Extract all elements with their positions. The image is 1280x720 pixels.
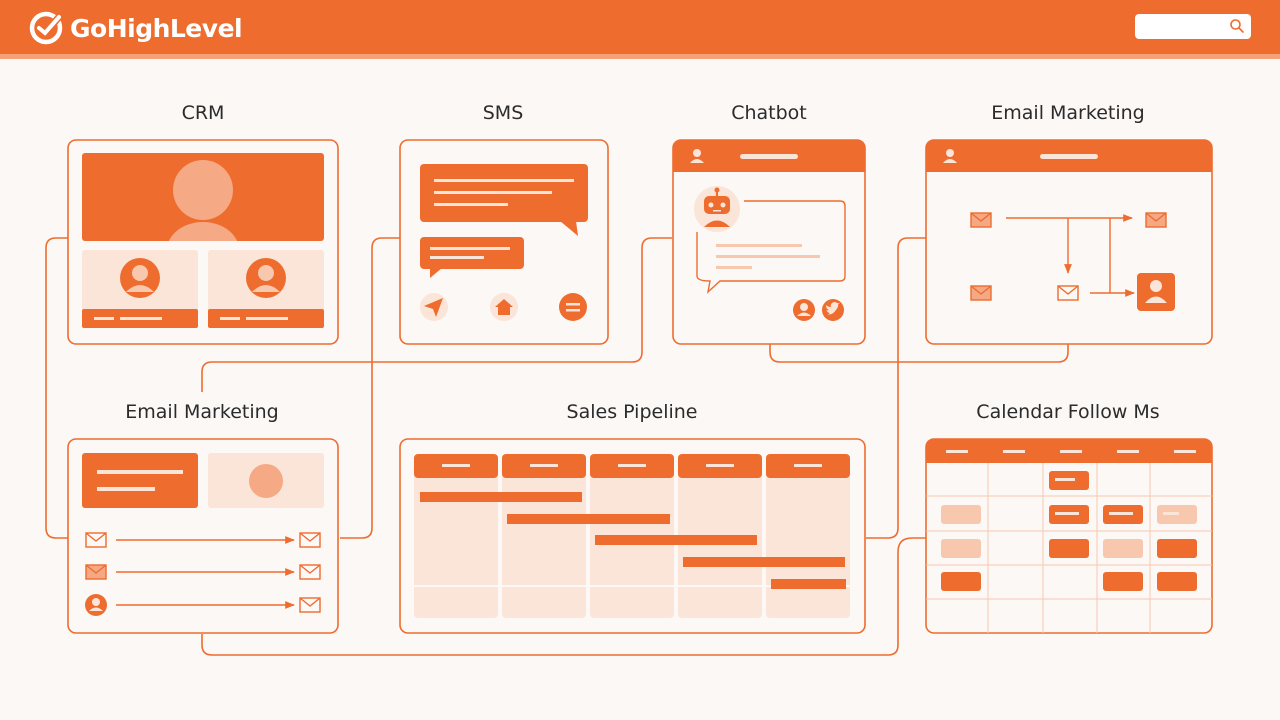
envelope-icon (970, 285, 992, 301)
email-marketing-top-card[interactable] (925, 139, 1213, 345)
envelope-icon (299, 597, 321, 613)
envelope-icon (299, 564, 321, 580)
user-icon (167, 160, 239, 241)
label-email-marketing-bottom: Email Marketing (125, 401, 279, 423)
sms-card[interactable] (399, 139, 609, 345)
brand-name: GoHighLevel (70, 13, 243, 43)
menu-icon[interactable] (559, 293, 587, 321)
crm-card[interactable] (67, 139, 339, 345)
envelope-icon (1057, 285, 1079, 301)
envelope-icon (970, 212, 992, 228)
label-sales-pipeline: Sales Pipeline (566, 401, 698, 423)
search-icon[interactable] (1229, 18, 1245, 34)
user-icon (120, 258, 160, 298)
robot-icon (694, 186, 740, 232)
search-input[interactable] (1141, 17, 1225, 37)
envelope-icon (1145, 212, 1167, 228)
label-sms: SMS (482, 102, 524, 124)
home-icon[interactable] (490, 293, 518, 321)
calendar-grid (926, 463, 1212, 633)
user-icon (1137, 273, 1175, 311)
send-icon[interactable] (420, 293, 448, 321)
calendar-card[interactable] (925, 438, 1213, 634)
sales-pipeline-card[interactable] (399, 438, 866, 634)
calendar-events (941, 471, 1197, 591)
user-icon (246, 258, 286, 298)
connector-lines (45, 237, 1069, 656)
email-marketing-bottom-card[interactable] (67, 438, 339, 634)
user-icon (943, 149, 957, 163)
user-icon (85, 594, 107, 616)
chatbot-card[interactable] (672, 139, 866, 345)
label-crm: CRM (181, 102, 225, 124)
user-icon[interactable] (793, 299, 815, 321)
top-header: GoHighLevel (0, 0, 1280, 59)
label-calendar: Calendar Follow Ms (976, 401, 1160, 423)
check-circle-icon (29, 11, 63, 45)
pipeline-bars (420, 492, 846, 589)
twitter-icon[interactable] (822, 299, 844, 321)
envelope-icon (299, 532, 321, 548)
label-chatbot: Chatbot (731, 102, 807, 124)
brand-logo[interactable]: GoHighLevel (28, 10, 243, 46)
search-box[interactable] (1135, 14, 1251, 39)
envelope-icon (85, 532, 107, 548)
envelope-icon (85, 564, 107, 580)
user-icon (690, 149, 704, 163)
label-email-marketing-top: Email Marketing (991, 102, 1145, 124)
